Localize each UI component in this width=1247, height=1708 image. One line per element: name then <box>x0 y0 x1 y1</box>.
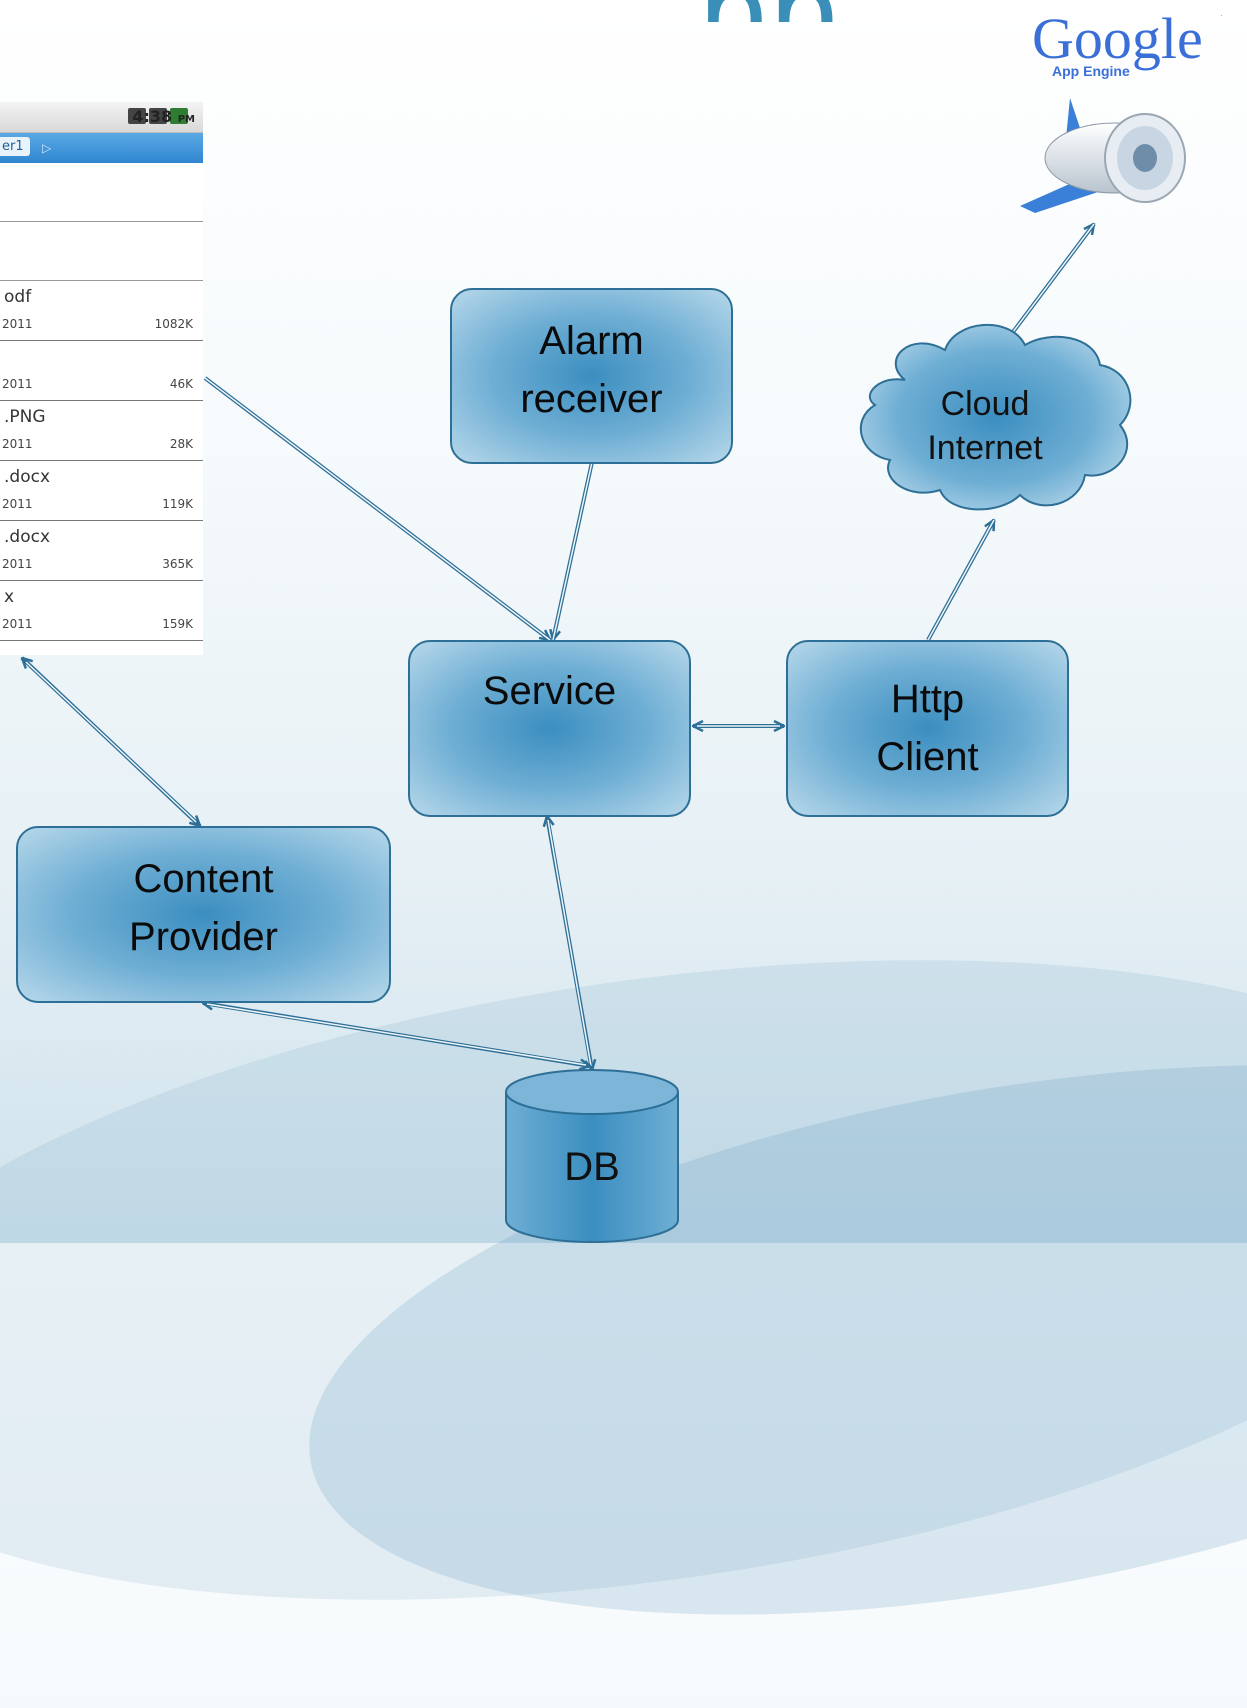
status-bar: 4:38 PM <box>0 102 203 133</box>
file-date: 2011 <box>2 317 33 331</box>
breadcrumb-arrow-icon: ▷ <box>42 141 52 155</box>
app-engine-jet-icon <box>1020 98 1186 213</box>
list-item[interactable] <box>0 163 203 222</box>
cloud-label: Cloud Internet <box>927 385 1043 467</box>
logo-product: App Engine <box>1052 63 1130 79</box>
alarm-receiver-box[interactable]: Alarm receiver <box>450 288 733 464</box>
status-time: 4:38 PM <box>132 107 195 126</box>
db-cylinder <box>505 1069 679 1243</box>
file-row[interactable]: odf 2011 1082K <box>0 281 203 341</box>
file-name: .docx <box>4 527 51 547</box>
file-size: 119K <box>162 497 193 511</box>
logo-brand: Google <box>1032 6 1203 71</box>
battery-icon <box>170 108 188 124</box>
file-name: .docx <box>4 467 51 487</box>
3g-icon <box>128 108 146 124</box>
file-date: 2011 <box>2 437 33 451</box>
file-row[interactable]: 2011 46K <box>0 341 203 401</box>
signal-icon <box>149 108 167 124</box>
file-size: 1082K <box>154 317 193 331</box>
file-date: 2011 <box>2 497 33 511</box>
google-app-engine-logo: Google ™ App Engine <box>1022 0 1230 90</box>
file-name: .PNG <box>4 407 46 427</box>
list-item[interactable] <box>0 222 203 281</box>
file-size: 159K <box>162 617 193 631</box>
file-date: 2011 <box>2 377 33 391</box>
http-client-box[interactable]: Http Client <box>786 640 1069 817</box>
file-date: 2011 <box>2 617 33 631</box>
slide-title-fragment: pp <box>700 0 841 22</box>
file-row[interactable]: .docx 2011 365K <box>0 521 203 581</box>
file-size: 365K <box>162 557 193 571</box>
file-size: 46K <box>169 377 193 391</box>
path-bar: er1 ▷ <box>0 133 203 163</box>
cloud-shape <box>859 323 1132 511</box>
file-row[interactable]: .docx 2011 119K <box>0 461 203 521</box>
file-date: 2011 <box>2 557 33 571</box>
content-provider-box[interactable]: Content Provider <box>16 826 391 1003</box>
file-row[interactable]: x 2011 159K <box>0 581 203 641</box>
service-box[interactable]: Service <box>408 640 691 817</box>
file-row[interactable]: .PNG 2011 28K <box>0 401 203 461</box>
file-name: x <box>4 587 15 607</box>
android-file-browser-screenshot: 4:38 PM er1 ▷ odf 2011 1082K 2011 46K .P… <box>0 102 203 655</box>
db-label: DB <box>564 1145 620 1189</box>
file-size: 28K <box>169 437 193 451</box>
breadcrumb[interactable]: er1 <box>0 137 30 156</box>
file-name: odf <box>4 287 32 307</box>
connector-layer <box>0 0 1132 1243</box>
